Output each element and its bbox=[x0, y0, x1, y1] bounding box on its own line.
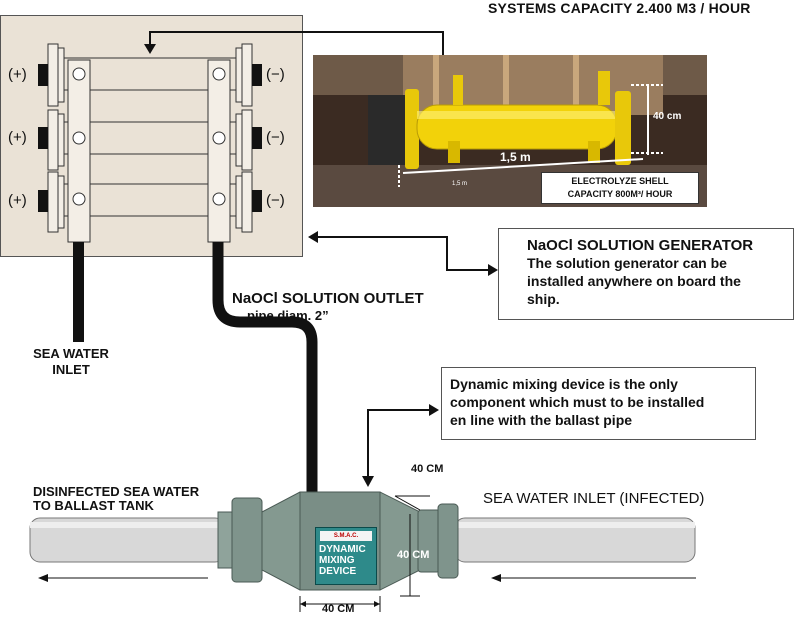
cathode-sign-3: (−) bbox=[266, 192, 285, 209]
naocl-outlet-hose bbox=[212, 242, 318, 500]
anode-sign-1: (+) bbox=[8, 66, 27, 83]
shell-caption-box: ELECTROLYZE SHELL CAPACITY 800M³/ HOUR bbox=[541, 172, 699, 204]
mixer-nameplate: S.M.A.C. DYNAMIC MIXING DEVICE bbox=[315, 527, 377, 585]
inlet-label-line1: SEA WATER bbox=[33, 346, 109, 361]
mixer-callout-line2: component which must to be installed bbox=[450, 394, 705, 410]
shell-caption-line2: CAPACITY 800M³/ HOUR bbox=[567, 189, 673, 199]
outlet-label-line2: pipe diam. 2” bbox=[247, 308, 329, 323]
generator-callout-heading: NaOCl SOLUTION GENERATOR bbox=[527, 237, 754, 254]
anode-sign-3: (+) bbox=[8, 192, 27, 209]
generator-callout-line2: installed anywhere on board the bbox=[527, 273, 741, 289]
mixer-dim-side: 40 CM bbox=[397, 549, 430, 561]
left-manifold bbox=[67, 59, 91, 243]
mixer-plate-line2: MIXING bbox=[319, 555, 355, 566]
anode-sign-2: (+) bbox=[8, 129, 27, 146]
cathode-sign-1: (−) bbox=[266, 66, 285, 83]
mixer-dim-top: 40 CM bbox=[411, 463, 444, 475]
sea-water-inlet-pipe bbox=[73, 242, 84, 342]
generator-callout: NaOCl SOLUTION GENERATOR The solution ge… bbox=[498, 228, 794, 320]
mixer-callout: Dynamic mixing device is the only compon… bbox=[441, 367, 756, 440]
generator-callout-line1: The solution generator can be bbox=[527, 255, 727, 271]
generator-callout-arrow bbox=[316, 236, 490, 271]
shell-diameter-label: 40 cm bbox=[653, 111, 682, 122]
electrolyzer-cells bbox=[38, 43, 262, 243]
inlet-label-line2: INLET bbox=[52, 362, 90, 377]
mixer-dim-bottom: 40 CM bbox=[322, 603, 355, 615]
right-manifold bbox=[207, 59, 231, 243]
mixer-callout-line3: en line with the ballast pipe bbox=[450, 412, 633, 428]
mixer-logo: S.M.A.C. bbox=[320, 531, 372, 541]
generator-callout-line3: ship. bbox=[527, 291, 560, 307]
mixer-callout-arrow bbox=[367, 409, 431, 478]
flow-arrow-left bbox=[38, 574, 48, 582]
shell-length-label: 1,5 m bbox=[500, 150, 531, 164]
outlet-label-line1: NaOCl SOLUTION OUTLET bbox=[232, 290, 424, 307]
shell-caption-line1: ELECTROLYZE SHELL bbox=[571, 176, 669, 186]
mixer-plate-line3: DEVICE bbox=[319, 566, 357, 577]
mixer-plate-line1: DYNAMIC bbox=[319, 544, 366, 555]
mixer-callout-line1: Dynamic mixing device is the only bbox=[450, 376, 678, 392]
electrolyzer-shell-photo bbox=[313, 55, 707, 207]
left-pipe-label-line2: TO BALLAST TANK bbox=[33, 498, 154, 513]
flow-arrow-right bbox=[491, 574, 501, 582]
cathode-sign-2: (−) bbox=[266, 129, 285, 146]
shell-length-label-small: 1,5 m bbox=[452, 181, 468, 187]
systems-capacity-title: SYSTEMS CAPACITY 2.400 M3 / HOUR bbox=[488, 0, 751, 16]
left-pipe-label-line1: DISINFECTED SEA WATER bbox=[33, 484, 200, 499]
right-pipe-label: SEA WATER INLET (INFECTED) bbox=[483, 490, 705, 507]
